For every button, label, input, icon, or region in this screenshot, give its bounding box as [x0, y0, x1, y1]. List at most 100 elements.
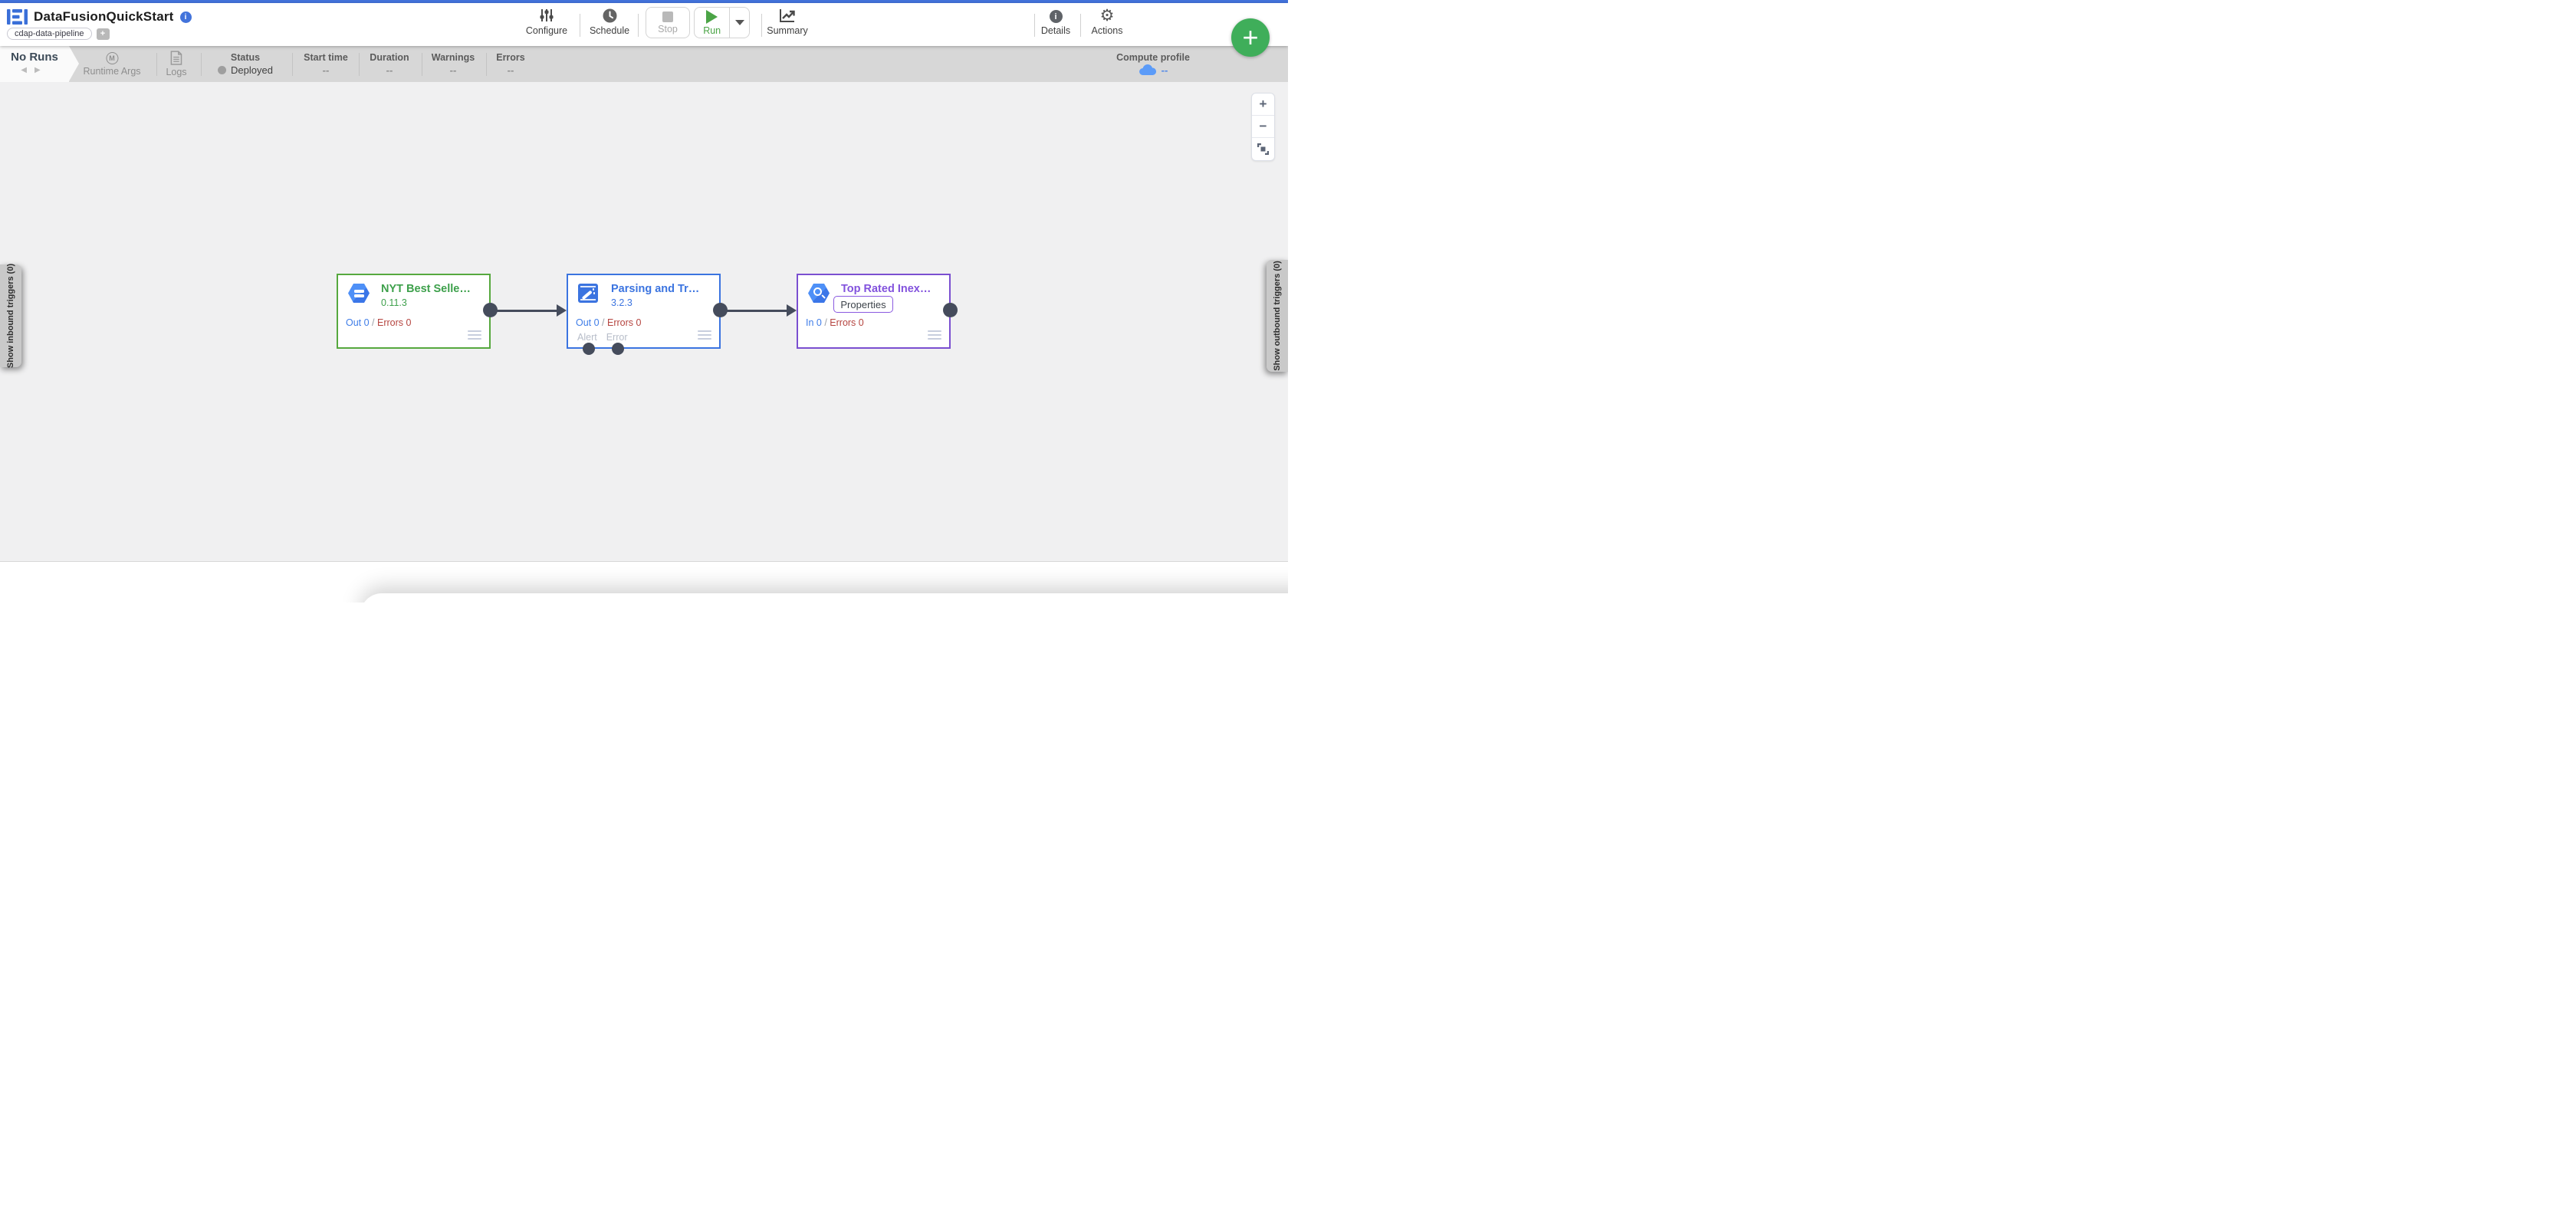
next-run-button[interactable]: ▶ — [34, 66, 48, 74]
toolbar-divider — [1034, 14, 1035, 37]
compute-profile-label: Compute profile — [1116, 52, 1190, 63]
outbound-triggers-tab[interactable]: Show outbound triggers (0) — [1267, 260, 1288, 372]
logs-label: Logs — [166, 67, 187, 77]
pipeline-title-row: DataFusionQuickStart i — [7, 8, 192, 26]
stop-icon — [662, 11, 673, 22]
status-indicator: Status Deployed — [218, 46, 273, 82]
in-metric: In 0 — [806, 317, 822, 328]
toolbar-divider — [1080, 14, 1081, 37]
pipeline-canvas[interactable]: NYT Best Selle… 0.11.3 Out 0 / Errors 0 … — [0, 82, 1288, 562]
play-icon — [706, 9, 718, 24]
edge-arrowhead-icon — [787, 304, 797, 317]
runtime-args-button[interactable]: M Runtime Args — [83, 46, 141, 82]
cloud-icon — [1138, 64, 1157, 76]
clock-icon — [603, 8, 617, 23]
sliders-icon — [539, 8, 554, 23]
zoom-out-button[interactable]: − — [1252, 116, 1274, 138]
node-metrics: In 0 / Errors 0 — [806, 317, 864, 328]
status-dot-icon — [218, 66, 227, 74]
page-title: DataFusionQuickStart — [34, 9, 174, 24]
add-tag-button[interactable]: + — [96, 28, 110, 40]
inbound-triggers-label: Show inbound triggers (0) — [6, 263, 15, 369]
start-time-value: -- — [322, 64, 330, 76]
edge-node2-node3 — [721, 310, 788, 312]
compute-profile[interactable]: Compute profile -- — [1116, 46, 1190, 82]
output-port-node3[interactable] — [943, 303, 958, 317]
run-options-button[interactable] — [729, 8, 749, 38]
pipeline-type-tag: cdap-data-pipeline — [7, 28, 92, 40]
node-sink[interactable]: Top Rated Inex… Properties In 0 / Errors… — [797, 274, 951, 349]
node-version: 3.2.3 — [611, 297, 632, 308]
edge-node1-node2 — [491, 310, 558, 312]
bottom-drawer-shadow — [360, 593, 1288, 602]
toolbar-divider — [638, 14, 639, 37]
status-value: Deployed — [231, 64, 273, 76]
run-status-bar: No Runs ◀▶ M Runtime Args Logs — [0, 46, 1288, 82]
output-port-node1[interactable] — [483, 303, 498, 317]
out-metric: Out 0 — [346, 317, 370, 328]
inbound-triggers-tab[interactable]: Show inbound triggers (0) — [0, 263, 21, 369]
fit-to-screen-button[interactable] — [1252, 138, 1274, 160]
macro-icon: M — [106, 51, 118, 64]
toolbar-divider — [761, 14, 762, 37]
configure-button[interactable]: Configure — [524, 8, 570, 36]
pipeline-info-icon[interactable]: i — [179, 11, 192, 23]
pipeline-tags: cdap-data-pipeline + — [7, 28, 110, 40]
run-button[interactable]: Run — [695, 8, 729, 38]
header-bar: DataFusionQuickStart i cdap-data-pipelin… — [0, 3, 1288, 46]
alert-port-label: Alert — [577, 332, 597, 343]
no-runs-label: No Runs — [11, 51, 58, 64]
errors-metric: Errors 0 — [830, 317, 864, 328]
run-label: Run — [703, 25, 721, 36]
metric-separator: / — [821, 317, 830, 328]
node-menu-icon[interactable] — [928, 330, 941, 340]
node-metrics: Out 0 / Errors 0 — [576, 317, 641, 328]
bigquery-hexagon-icon — [808, 284, 830, 303]
errors-label: Errors — [496, 52, 525, 63]
node-source[interactable]: NYT Best Selle… 0.11.3 Out 0 / Errors 0 — [337, 274, 491, 349]
outbound-triggers-label: Show outbound triggers (0) — [1273, 261, 1282, 371]
error-port-label: Error — [606, 332, 628, 343]
runs-selector-arrow — [69, 46, 79, 81]
errors-column: Errors -- — [496, 46, 525, 82]
warnings-value: -- — [449, 64, 457, 76]
start-time-column: Start time -- — [304, 46, 348, 82]
runbar-divider — [359, 53, 360, 76]
metric-separator: / — [599, 317, 607, 328]
duration-column: Duration -- — [370, 46, 409, 82]
schedule-label: Schedule — [589, 25, 630, 36]
metric-separator: / — [369, 317, 377, 328]
runbar-divider — [156, 53, 157, 76]
compute-profile-value: -- — [1161, 64, 1168, 76]
node-menu-icon[interactable] — [468, 330, 481, 340]
error-port-node2[interactable] — [612, 343, 624, 355]
properties-button[interactable]: Properties — [833, 296, 893, 313]
node-port-labels: Alert Error — [577, 332, 627, 343]
start-time-label: Start time — [304, 52, 348, 63]
runs-selector: No Runs ◀▶ — [0, 46, 69, 82]
errors-metric: Errors 0 — [607, 317, 642, 328]
output-port-node2[interactable] — [713, 303, 728, 317]
actions-label: Actions — [1091, 25, 1123, 36]
stop-button[interactable]: Stop — [646, 7, 690, 38]
zoom-in-button[interactable]: + — [1252, 94, 1274, 116]
summary-button[interactable]: Summary — [762, 8, 813, 36]
app-window: DataFusionQuickStart i cdap-data-pipelin… — [0, 0, 1288, 602]
fit-screen-icon — [1257, 143, 1269, 155]
configure-label: Configure — [525, 25, 568, 36]
stop-label: Stop — [658, 23, 678, 34]
alert-port-node2[interactable] — [583, 343, 595, 355]
edge-arrowhead-icon — [557, 304, 567, 317]
node-title: Parsing and Tr… — [611, 283, 700, 295]
details-button[interactable]: i Details — [1037, 8, 1075, 36]
add-entity-button[interactable]: + — [1231, 18, 1270, 57]
node-menu-icon[interactable] — [698, 330, 711, 340]
actions-button[interactable]: ⚙ Actions — [1087, 8, 1127, 37]
errors-value: -- — [507, 64, 514, 76]
logs-button[interactable]: Logs — [166, 46, 187, 82]
warnings-column: Warnings -- — [432, 46, 475, 82]
node-transform[interactable]: Parsing and Tr… 3.2.3 Out 0 / Errors 0 A… — [567, 274, 721, 349]
prev-run-button[interactable]: ◀ — [21, 66, 34, 74]
zoom-controls: + − — [1251, 93, 1275, 161]
schedule-button[interactable]: Schedule — [586, 8, 633, 36]
